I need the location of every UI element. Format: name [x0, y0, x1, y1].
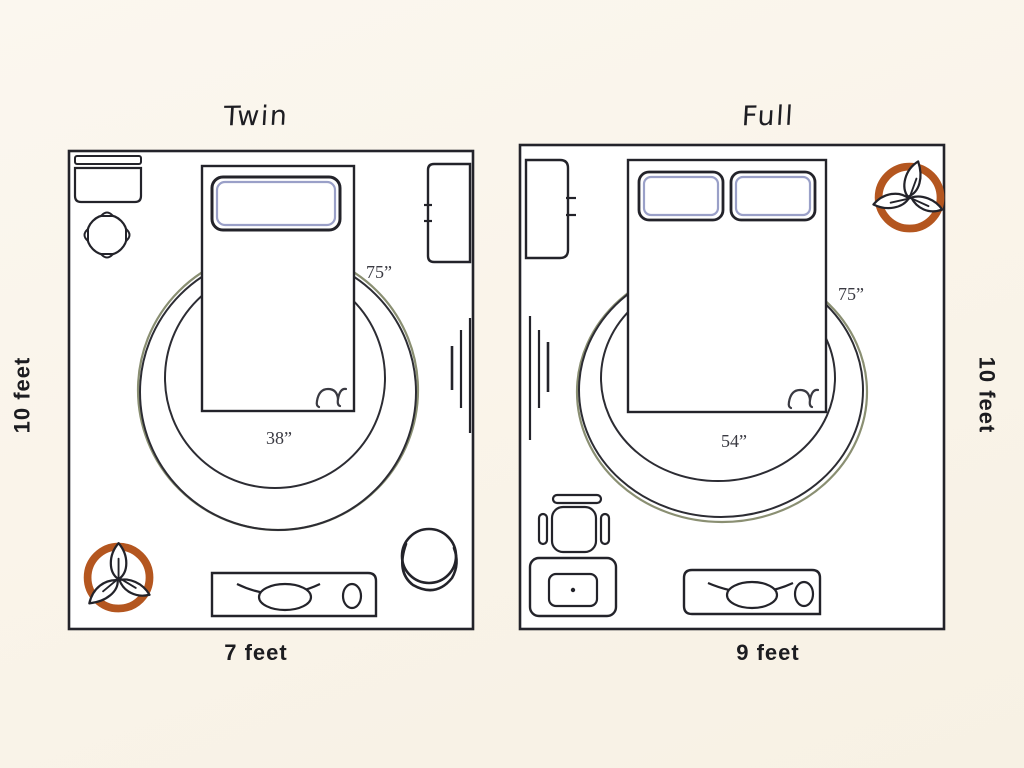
room-width-caption-full: 9 feet: [736, 640, 800, 665]
left-axis-label: 10 feet: [9, 356, 35, 434]
wall-shelf: [74, 155, 142, 165]
bed: [626, 158, 828, 414]
curtain: [528, 316, 550, 440]
desk: [528, 556, 618, 618]
desk: [73, 166, 143, 204]
bed: [200, 164, 356, 413]
accent-chair: [400, 527, 458, 592]
right-axis-label: 10 feet: [974, 356, 1000, 434]
bed-width-label: 38”: [266, 428, 292, 448]
vanity: [682, 568, 822, 616]
wardrobe: [524, 158, 576, 260]
bed-width-label: 54”: [721, 431, 747, 451]
brand-logo: [872, 160, 945, 233]
curtain: [450, 318, 472, 433]
blanket: [787, 388, 820, 410]
pillow-left: [637, 170, 725, 222]
full-floorplan: 75” 54”: [518, 143, 946, 631]
brand-logo: [83, 542, 154, 613]
bed-length-label: 75”: [838, 284, 864, 304]
bed-length-label: 75”: [366, 262, 392, 282]
pillow-right: [729, 170, 817, 222]
room-panel-twin: Twin: [67, 101, 475, 665]
room-panel-full: Full: [512, 0, 1024, 768]
desk-chair: [537, 493, 611, 554]
twin-floorplan: 75” 38”: [67, 149, 475, 631]
pillow: [210, 175, 342, 232]
round-table: [83, 211, 131, 259]
vanity: [210, 571, 378, 618]
wardrobe: [424, 162, 472, 264]
blanket: [315, 387, 348, 409]
room-width-caption-twin: 7 feet: [224, 640, 288, 665]
